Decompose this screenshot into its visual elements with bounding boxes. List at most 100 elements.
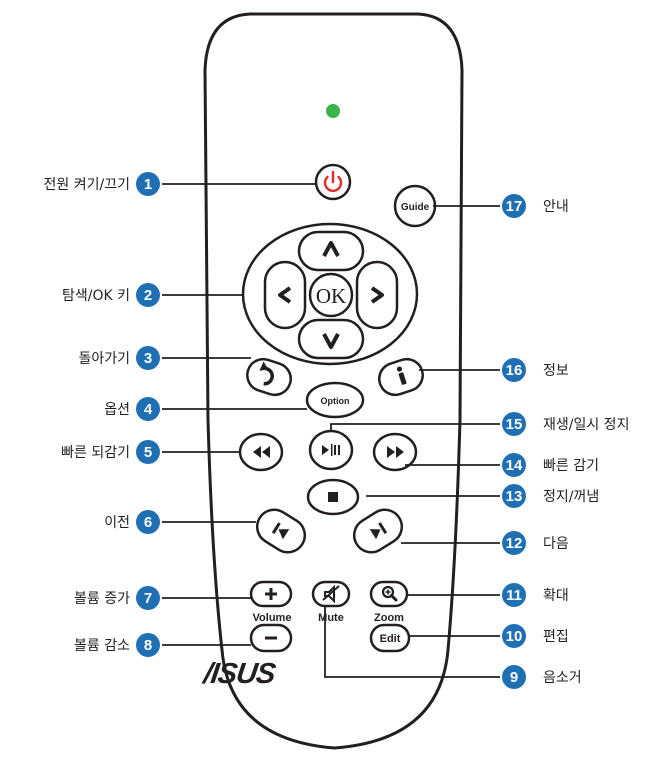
- mute-button[interactable]: [311, 580, 351, 608]
- callout-number-5: 5: [144, 444, 152, 461]
- nav-up-button[interactable]: [297, 230, 365, 272]
- label-next: 다음: [543, 536, 569, 552]
- nav-down-button[interactable]: [297, 318, 365, 360]
- callout-badge-7: [136, 586, 160, 610]
- volume-up-button[interactable]: [249, 580, 293, 608]
- callout-badge-8: [136, 633, 160, 657]
- callout-number-12: 12: [506, 535, 523, 552]
- zoom-icon: [381, 585, 398, 602]
- callout-badge-17: [502, 194, 526, 218]
- callout-badge-2: [136, 283, 160, 307]
- plus-icon: [265, 588, 277, 600]
- callout-badge-12: [502, 531, 526, 555]
- ok-button-label: OK: [316, 284, 346, 308]
- next-button[interactable]: [348, 503, 408, 558]
- volume-down-button[interactable]: [249, 623, 293, 653]
- power-button[interactable]: [314, 163, 352, 201]
- callout-number-2: 2: [144, 287, 152, 304]
- callout-badge-13: [502, 484, 526, 508]
- leader-lines: [162, 183, 500, 678]
- volume-label: Volume: [253, 612, 292, 624]
- callout-number-9: 9: [510, 669, 518, 686]
- edit-button[interactable]: Edit: [369, 623, 411, 653]
- callout-number-7: 7: [144, 590, 152, 607]
- guide-button[interactable]: Guide: [393, 184, 437, 228]
- callout-badge-6: [136, 510, 160, 534]
- callout-badge-16: [502, 358, 526, 382]
- label-volume-up: 볼륨 증가: [74, 591, 130, 607]
- edit-button-label: Edit: [380, 633, 401, 645]
- info-icon: [396, 366, 407, 385]
- power-icon: [323, 170, 343, 192]
- nav-right-button[interactable]: [355, 260, 399, 330]
- zoom-button[interactable]: [369, 580, 409, 608]
- nav-left-button[interactable]: [263, 260, 307, 330]
- callout-number-10: 10: [506, 628, 523, 645]
- label-zoom: 확대: [543, 588, 569, 604]
- remote-body: [203, 12, 464, 750]
- option-button-label: Option: [321, 396, 350, 406]
- chevron-up-icon: [322, 241, 340, 257]
- play-pause-icon: [322, 444, 340, 456]
- callout-badge-1: [136, 172, 160, 196]
- label-volume-down: 볼륨 감소: [74, 638, 130, 654]
- callout-number-15: 15: [506, 416, 523, 433]
- callout-badges: 1 2 3 4 5 6 7 8 9 10 11 12 13 14 15 16 1…: [136, 172, 526, 689]
- label-guide: 안내: [543, 199, 569, 215]
- chevron-down-icon: [322, 333, 340, 349]
- callout-badge-9: [502, 665, 526, 689]
- rewind-button[interactable]: [238, 432, 284, 472]
- callout-number-3: 3: [144, 350, 152, 367]
- navigation-pad[interactable]: OK: [241, 222, 419, 366]
- skip-previous-icon: [271, 522, 290, 540]
- callout-number-11: 11: [506, 587, 522, 604]
- callout-number-8: 8: [144, 637, 152, 654]
- stop-button[interactable]: [306, 478, 360, 516]
- callout-number-13: 13: [506, 488, 523, 505]
- label-stop: 정지/꺼냄: [543, 489, 599, 505]
- label-edit: 편집: [543, 629, 569, 645]
- ok-button[interactable]: [308, 272, 354, 318]
- label-option: 옵션: [104, 402, 130, 418]
- zoom-label: Zoom: [374, 612, 404, 624]
- callout-number-14: 14: [506, 457, 523, 474]
- skip-next-icon: [369, 522, 388, 540]
- previous-button[interactable]: [251, 503, 311, 558]
- label-mute: 음소거: [543, 670, 582, 686]
- fast-forward-button[interactable]: [372, 432, 418, 472]
- guide-button-label: Guide: [401, 202, 430, 213]
- stop-icon: [328, 492, 338, 502]
- callout-number-16: 16: [506, 362, 523, 379]
- callout-number-17: 17: [506, 198, 523, 215]
- play-pause-button[interactable]: [308, 429, 354, 471]
- chevron-left-icon: [278, 286, 292, 304]
- callout-number-1: 1: [144, 176, 152, 193]
- label-back: 돌아가기: [78, 351, 130, 367]
- mute-label: Mute: [318, 612, 344, 624]
- callout-badge-15: [502, 412, 526, 436]
- label-info: 정보: [543, 363, 569, 379]
- callout-badge-3: [136, 346, 160, 370]
- callout-badge-14: [502, 453, 526, 477]
- chevron-right-icon: [370, 286, 384, 304]
- callout-badge-11: [502, 583, 526, 607]
- callout-badge-4: [136, 397, 160, 421]
- option-button[interactable]: Option: [305, 381, 365, 419]
- label-power: 전원 켜기/끄기: [44, 177, 130, 193]
- fast-forward-icon: [387, 446, 404, 458]
- minus-icon: [265, 636, 277, 640]
- label-navigation: 탐색/OK 키: [62, 288, 130, 304]
- label-play-pause: 재생/일시 정지: [543, 417, 629, 433]
- mute-icon: [322, 584, 340, 604]
- callout-number-4: 4: [144, 401, 153, 418]
- back-button[interactable]: [243, 355, 295, 399]
- callout-badge-5: [136, 440, 160, 464]
- label-rewind: 빠른 되감기: [61, 445, 130, 461]
- label-previous: 이전: [104, 515, 130, 531]
- callout-badge-10: [502, 624, 526, 648]
- label-fast-forward: 빠른 감기: [543, 458, 599, 474]
- rewind-icon: [253, 446, 270, 458]
- status-led: [326, 104, 340, 118]
- asus-logo: /ISUS: [200, 658, 279, 690]
